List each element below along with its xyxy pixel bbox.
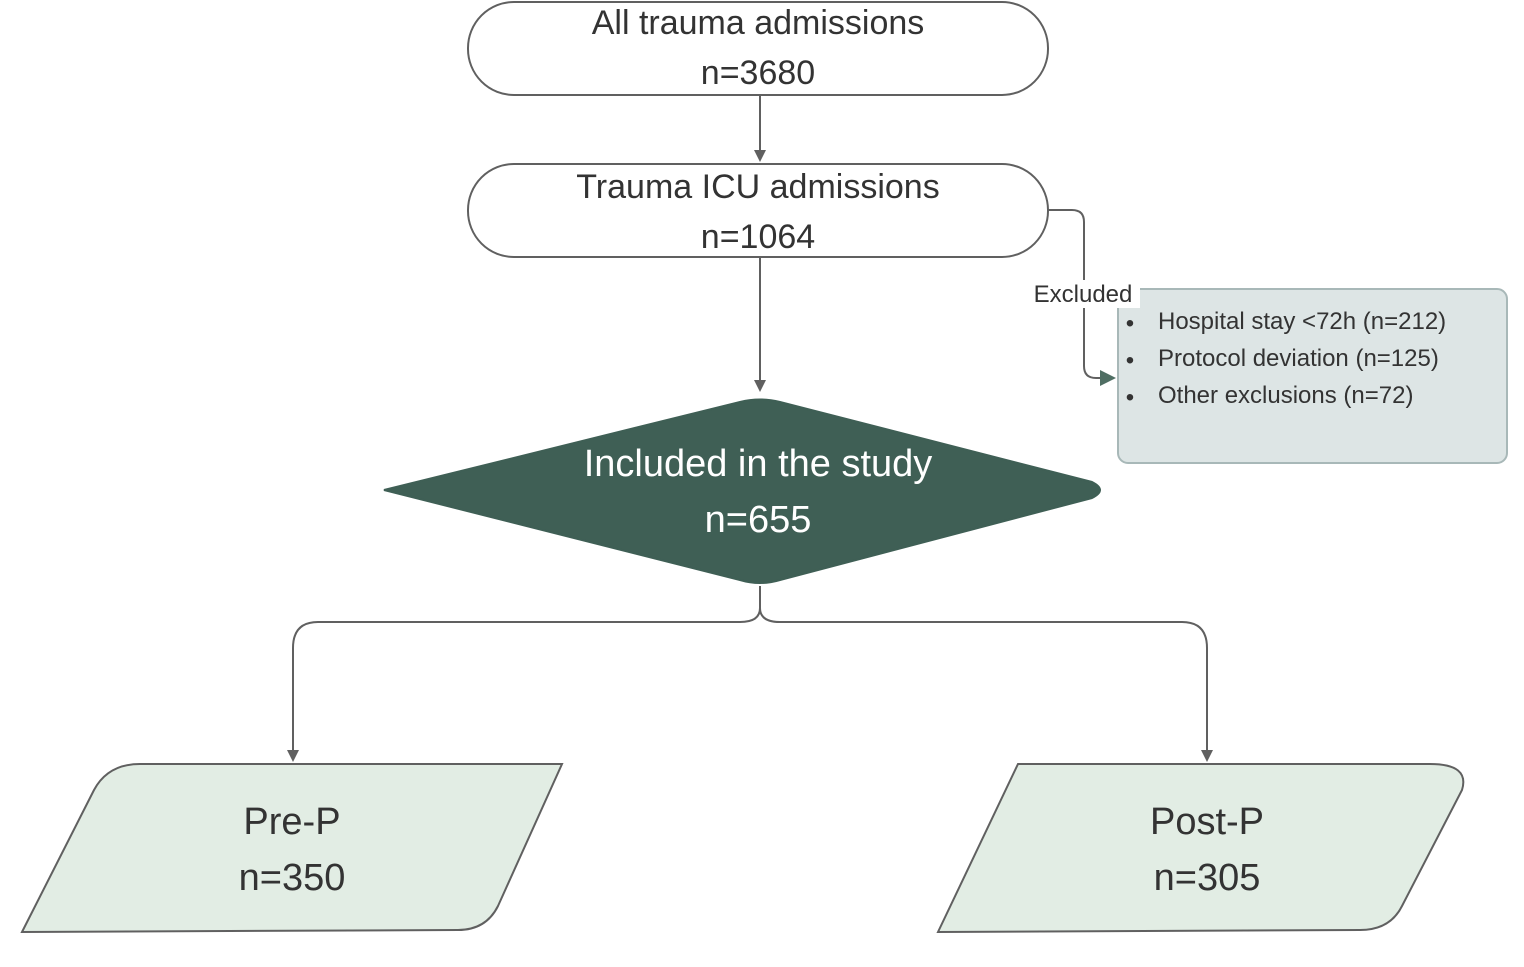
connector-included-to-post-p — [759, 607, 1213, 762]
node-included-title: Included in the study — [584, 443, 933, 485]
node-trauma-icu-admissions: Trauma ICU admissions n=1064 — [467, 163, 1049, 258]
node-pre-p-title: Pre-P — [243, 801, 340, 843]
exclusion-item-other: Other exclusions (n=72) — [1158, 382, 1413, 409]
node-all-trauma-admissions: All trauma admissions n=3680 — [467, 1, 1049, 96]
connector-included-to-pre-p — [287, 586, 761, 762]
exclusion-item-hospital-stay: Hospital stay <72h (n=212) — [1158, 308, 1446, 335]
node-all-trauma-admissions-count: n=3680 — [701, 54, 815, 92]
node-all-trauma-admissions-title: All trauma admissions — [592, 4, 925, 42]
bullet-icon: • — [1126, 310, 1134, 337]
node-pre-p: Pre-P n=350 — [20, 763, 564, 934]
excluded-label-bg — [1026, 280, 1140, 308]
node-post-p: Post-P n=305 — [936, 763, 1465, 934]
node-post-p-title: Post-P — [1150, 801, 1264, 843]
node-trauma-icu-admissions-title: Trauma ICU admissions — [576, 168, 939, 206]
node-pre-p-count: n=350 — [239, 857, 346, 899]
exclusion-box: • Hospital stay <72h (n=212) • Protocol … — [1117, 288, 1508, 464]
node-trauma-icu-admissions-count: n=1064 — [701, 218, 815, 256]
node-post-p-count: n=305 — [1154, 857, 1261, 899]
node-included-count: n=655 — [705, 499, 812, 541]
excluded-label: Excluded — [1034, 281, 1133, 308]
node-included-in-study: Included in the study n=655 — [383, 398, 1101, 584]
bullet-icon: • — [1126, 347, 1134, 374]
exclusion-item-protocol-deviation: Protocol deviation (n=125) — [1158, 345, 1439, 372]
bullet-icon: • — [1126, 384, 1134, 411]
